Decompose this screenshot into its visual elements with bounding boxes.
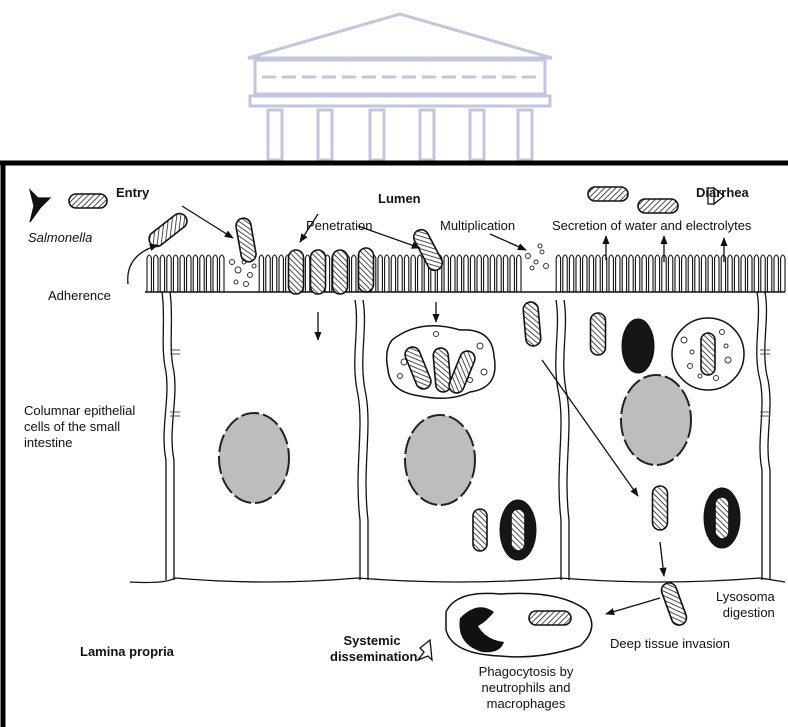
salmonella-rod-18 xyxy=(511,509,525,551)
salmonella-rod-17 xyxy=(473,509,487,551)
arrow-deep-1 xyxy=(660,542,664,576)
label-lamina-propria: Lamina propria xyxy=(80,644,174,659)
label-lysosoma-line2: digestion xyxy=(716,605,775,621)
label-lumen: Lumen xyxy=(378,191,421,206)
salmonella-rod-19 xyxy=(715,497,729,539)
arrow-deep-2 xyxy=(606,598,660,614)
label-columnar-line1: Columnar epithelial xyxy=(24,403,135,419)
salmonella-rod-5 xyxy=(235,217,257,263)
salmonella-rod-4 xyxy=(146,211,190,250)
nucleus-cell-1 xyxy=(219,413,289,503)
label-lysosoma-line1: Lysosoma xyxy=(716,589,775,605)
salmonella-rod-11 xyxy=(523,301,542,346)
salmonella-rod-15 xyxy=(591,313,606,355)
label-phago-line3: macrophages xyxy=(462,696,590,712)
salmonella-rod-3 xyxy=(638,199,678,213)
label-penetration: Penetration xyxy=(306,218,373,233)
arrow-multiplication xyxy=(490,234,526,250)
label-lysosoma-digestion: Lysosoma digestion xyxy=(716,589,775,621)
salmonella-rod-6 xyxy=(289,250,304,294)
label-phago-line1: Phagocytosis by xyxy=(462,664,590,680)
label-deep-tissue-invasion: Deep tissue invasion xyxy=(610,636,730,651)
label-columnar-line2: cells of the small xyxy=(24,419,135,435)
lysosome-1 xyxy=(622,319,654,373)
label-adherence: Adherence xyxy=(48,288,111,303)
label-columnar-epithelial: Columnar epithelial cells of the small i… xyxy=(24,403,135,451)
label-diarrhea: Diarrhea xyxy=(696,185,749,200)
label-systemic-line1: Systemic xyxy=(330,633,414,649)
nucleus-cell-2 xyxy=(405,415,475,505)
arrow-entry xyxy=(182,206,233,238)
label-phago-line2: neutrophils and xyxy=(462,680,590,696)
salmonella-rod-1 xyxy=(69,194,107,208)
salmonella-rod-2 xyxy=(588,187,628,201)
salmonella-rod-22 xyxy=(529,611,571,625)
label-phagocytosis: Phagocytosis by neutrophils and macropha… xyxy=(462,664,590,712)
salmonella-rod-20 xyxy=(653,486,668,530)
university-logo-watermark xyxy=(248,14,552,160)
systemic-dissemination-arrow-icon xyxy=(418,640,432,660)
label-organism: Salmonella xyxy=(28,230,92,245)
salmonella-rod-21 xyxy=(659,581,688,627)
label-multiplication: Multiplication xyxy=(440,218,515,233)
salmonella-rod-9 xyxy=(359,248,374,292)
label-entry: Entry xyxy=(116,185,149,200)
salmonella-entry-arrow-icon xyxy=(30,190,50,222)
salmonella-rod-10 xyxy=(411,227,445,273)
label-systemic-line2: dissemination xyxy=(330,649,414,665)
salmonella-rod-16 xyxy=(701,333,715,375)
nucleus-cell-3 xyxy=(621,375,691,465)
salmonella-rod-7 xyxy=(311,250,326,294)
label-secretion: Secretion of water and electrolytes xyxy=(552,218,751,233)
label-columnar-line3: intestine xyxy=(24,435,135,451)
label-systemic-dissemination: Systemic dissemination xyxy=(330,633,414,665)
salmonella-rod-8 xyxy=(333,250,348,294)
